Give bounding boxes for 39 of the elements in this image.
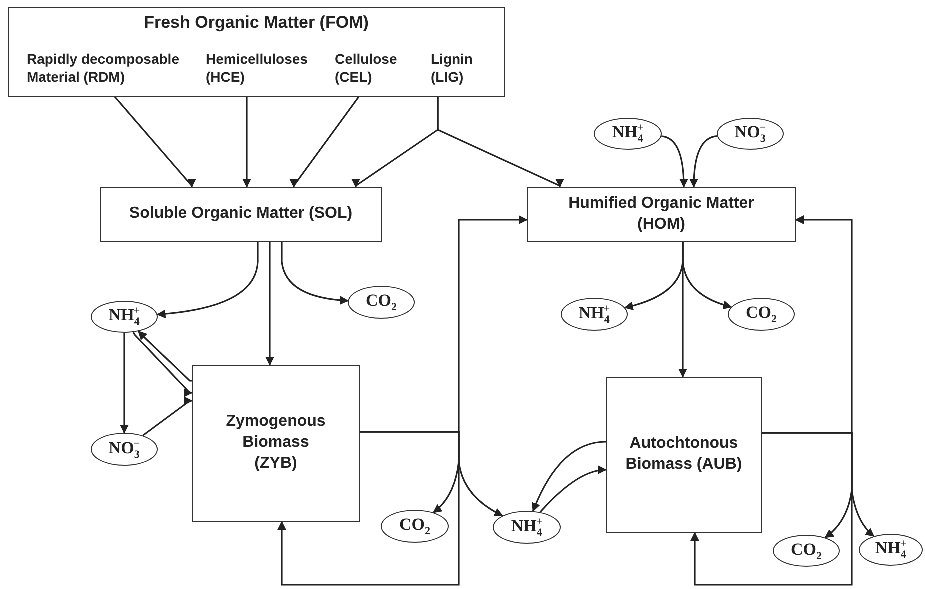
pool-label: Humified Organic Matter (HOM) xyxy=(568,194,756,234)
arrow xyxy=(290,96,360,188)
pool-box xyxy=(527,187,796,242)
arrow xyxy=(690,136,718,188)
component-label: Lignin (LIG) xyxy=(431,51,491,97)
pool-label: Zymogenous Biomass (ZYB) xyxy=(225,412,327,474)
arrow xyxy=(281,242,350,305)
arrow xyxy=(242,96,252,188)
pool-box xyxy=(8,7,505,97)
nutrient-ellipse xyxy=(493,511,561,544)
arrow xyxy=(156,242,259,318)
pool-label: Soluble Organic Matter (SOL) xyxy=(129,204,353,224)
pool-box xyxy=(100,187,382,242)
arrow xyxy=(138,330,192,382)
arrow xyxy=(266,242,274,366)
arrow xyxy=(114,96,196,188)
nutrient-ellipse xyxy=(728,298,795,331)
arrow xyxy=(661,136,688,188)
component-label: Hemicelluloses (HCE) xyxy=(206,51,316,97)
pool-label: Fresh Organic Matter (FOM) xyxy=(144,12,369,34)
ion-label: CO$_{2}$ xyxy=(791,540,822,562)
arrow xyxy=(540,466,607,513)
arrow xyxy=(437,96,564,188)
arrow xyxy=(142,396,193,436)
arrow xyxy=(360,431,504,517)
arrow xyxy=(762,432,875,538)
nutrient-ellipse xyxy=(561,298,628,331)
pool-box xyxy=(606,377,762,533)
component-label: Cellulose (CEL) xyxy=(335,51,415,97)
ion-label: CO$_{2}$ xyxy=(366,291,397,314)
arrow xyxy=(682,242,732,310)
ion-label: CO$_{2}$ xyxy=(400,515,430,538)
arrow xyxy=(132,332,193,398)
ion-label: CO$_{2}$ xyxy=(746,303,777,326)
component-label: Rapidly decomposable Material (RDM) xyxy=(27,51,197,97)
pool-box xyxy=(192,365,360,522)
arrow xyxy=(532,441,606,512)
arrow xyxy=(120,333,129,434)
pool-label: Autochtonous Biomass (AUB) xyxy=(624,434,744,475)
